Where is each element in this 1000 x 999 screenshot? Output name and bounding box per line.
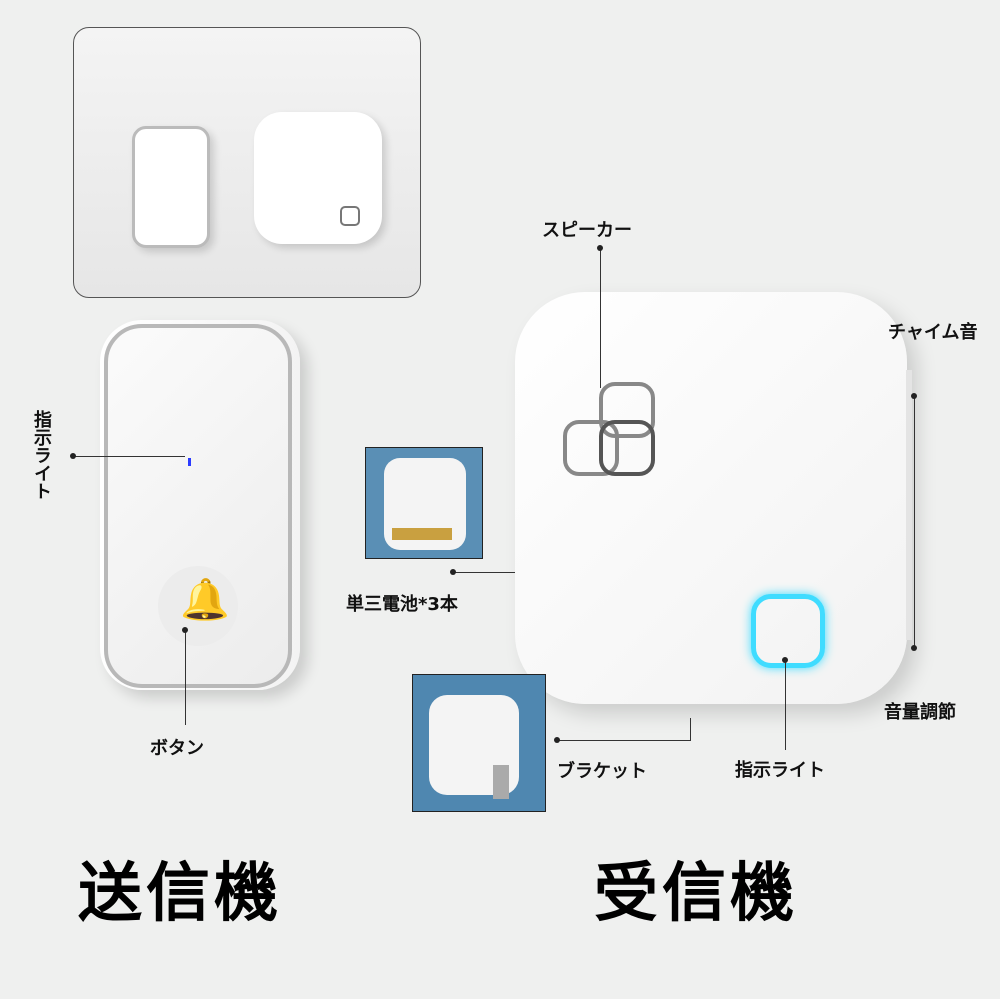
bracket-label: ブラケット <box>557 761 647 782</box>
receiver-title: 受信機 <box>594 857 798 931</box>
battery-label: 単三電池*3本 <box>346 594 458 615</box>
indicator-light-label-right: 指示ライト <box>735 760 825 781</box>
side-buttons <box>906 370 912 640</box>
receiver-device <box>515 292 907 704</box>
battery-photo <box>365 447 483 559</box>
speaker-ring <box>563 420 619 476</box>
bell-icon: 🔔 <box>180 577 230 623</box>
speaker-ring <box>599 420 655 476</box>
indicator-light-label-left: 指示ライト <box>31 410 52 500</box>
mini-receiver <box>254 112 382 244</box>
bell-button: 🔔 <box>158 566 238 646</box>
bracket-photo <box>412 674 546 812</box>
button-label: ボタン <box>150 738 204 759</box>
transmitter-title: 送信機 <box>78 857 282 931</box>
indicator-led <box>188 458 191 466</box>
transmitter-device: 🔔 <box>100 320 300 690</box>
speaker-label: スピーカー <box>542 220 632 241</box>
speaker-ring <box>599 382 655 438</box>
chime-label: チャイム音 <box>888 322 978 343</box>
indicator-led <box>751 594 825 668</box>
volume-label: 音量調節 <box>884 702 956 723</box>
product-overview-photo <box>73 27 421 298</box>
mini-transmitter <box>132 126 210 248</box>
